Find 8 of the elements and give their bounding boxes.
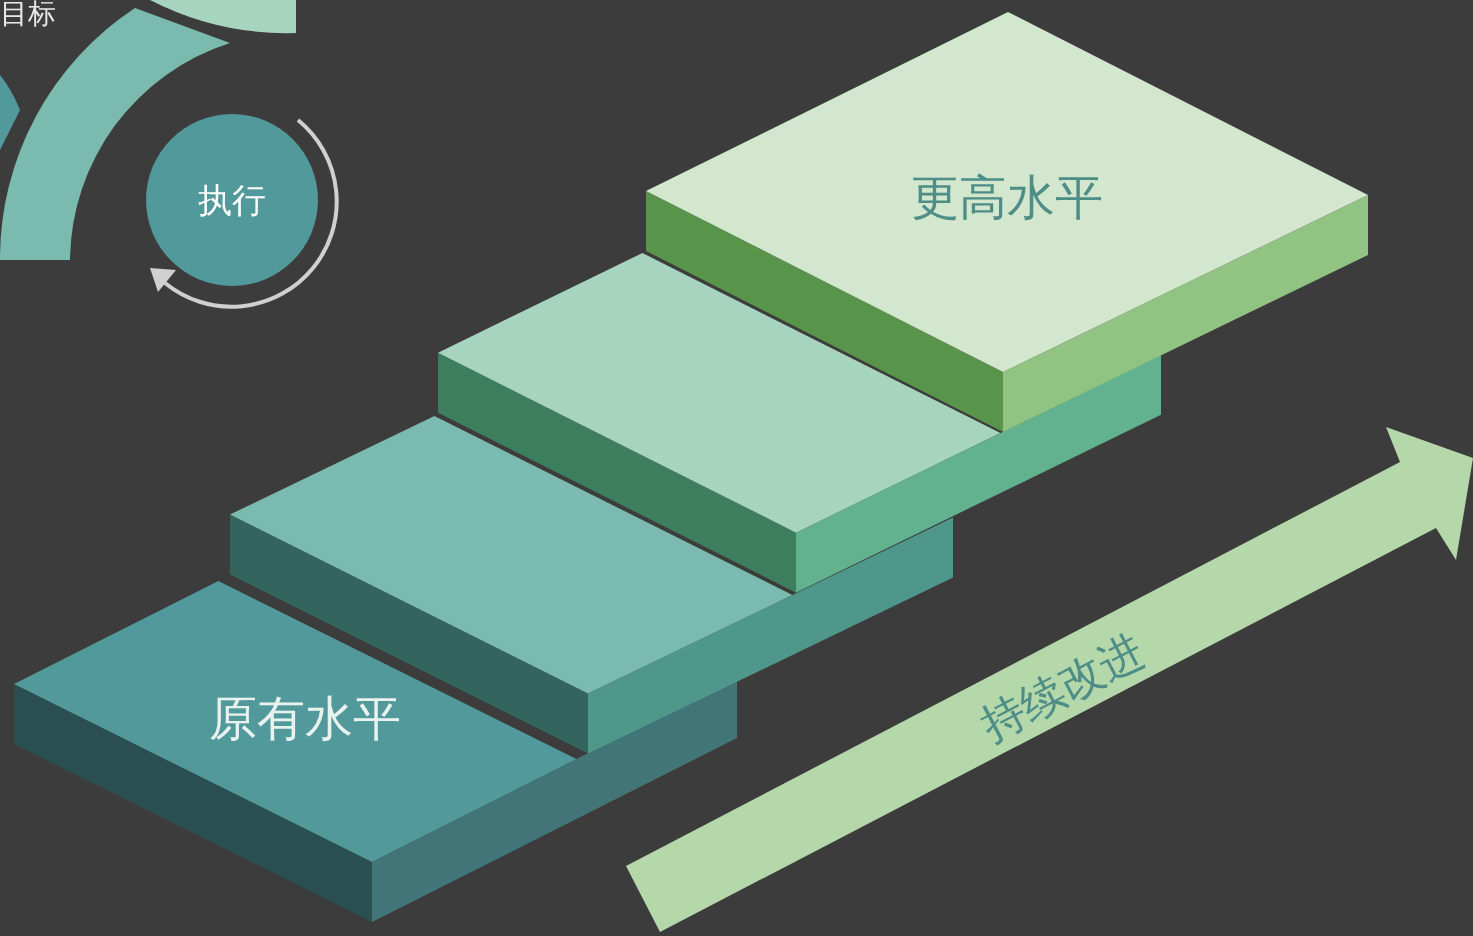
- circle-label: 执行: [198, 178, 266, 222]
- step-slab: [14, 580, 737, 922]
- arrow-label: 持续改进: [973, 627, 1151, 749]
- step-label: 更高水平: [911, 173, 1103, 221]
- section-label: 目标: [0, 0, 56, 28]
- step-slab: [438, 253, 1161, 593]
- step-slab: [646, 12, 1368, 432]
- step-label: 原有水平: [209, 694, 401, 742]
